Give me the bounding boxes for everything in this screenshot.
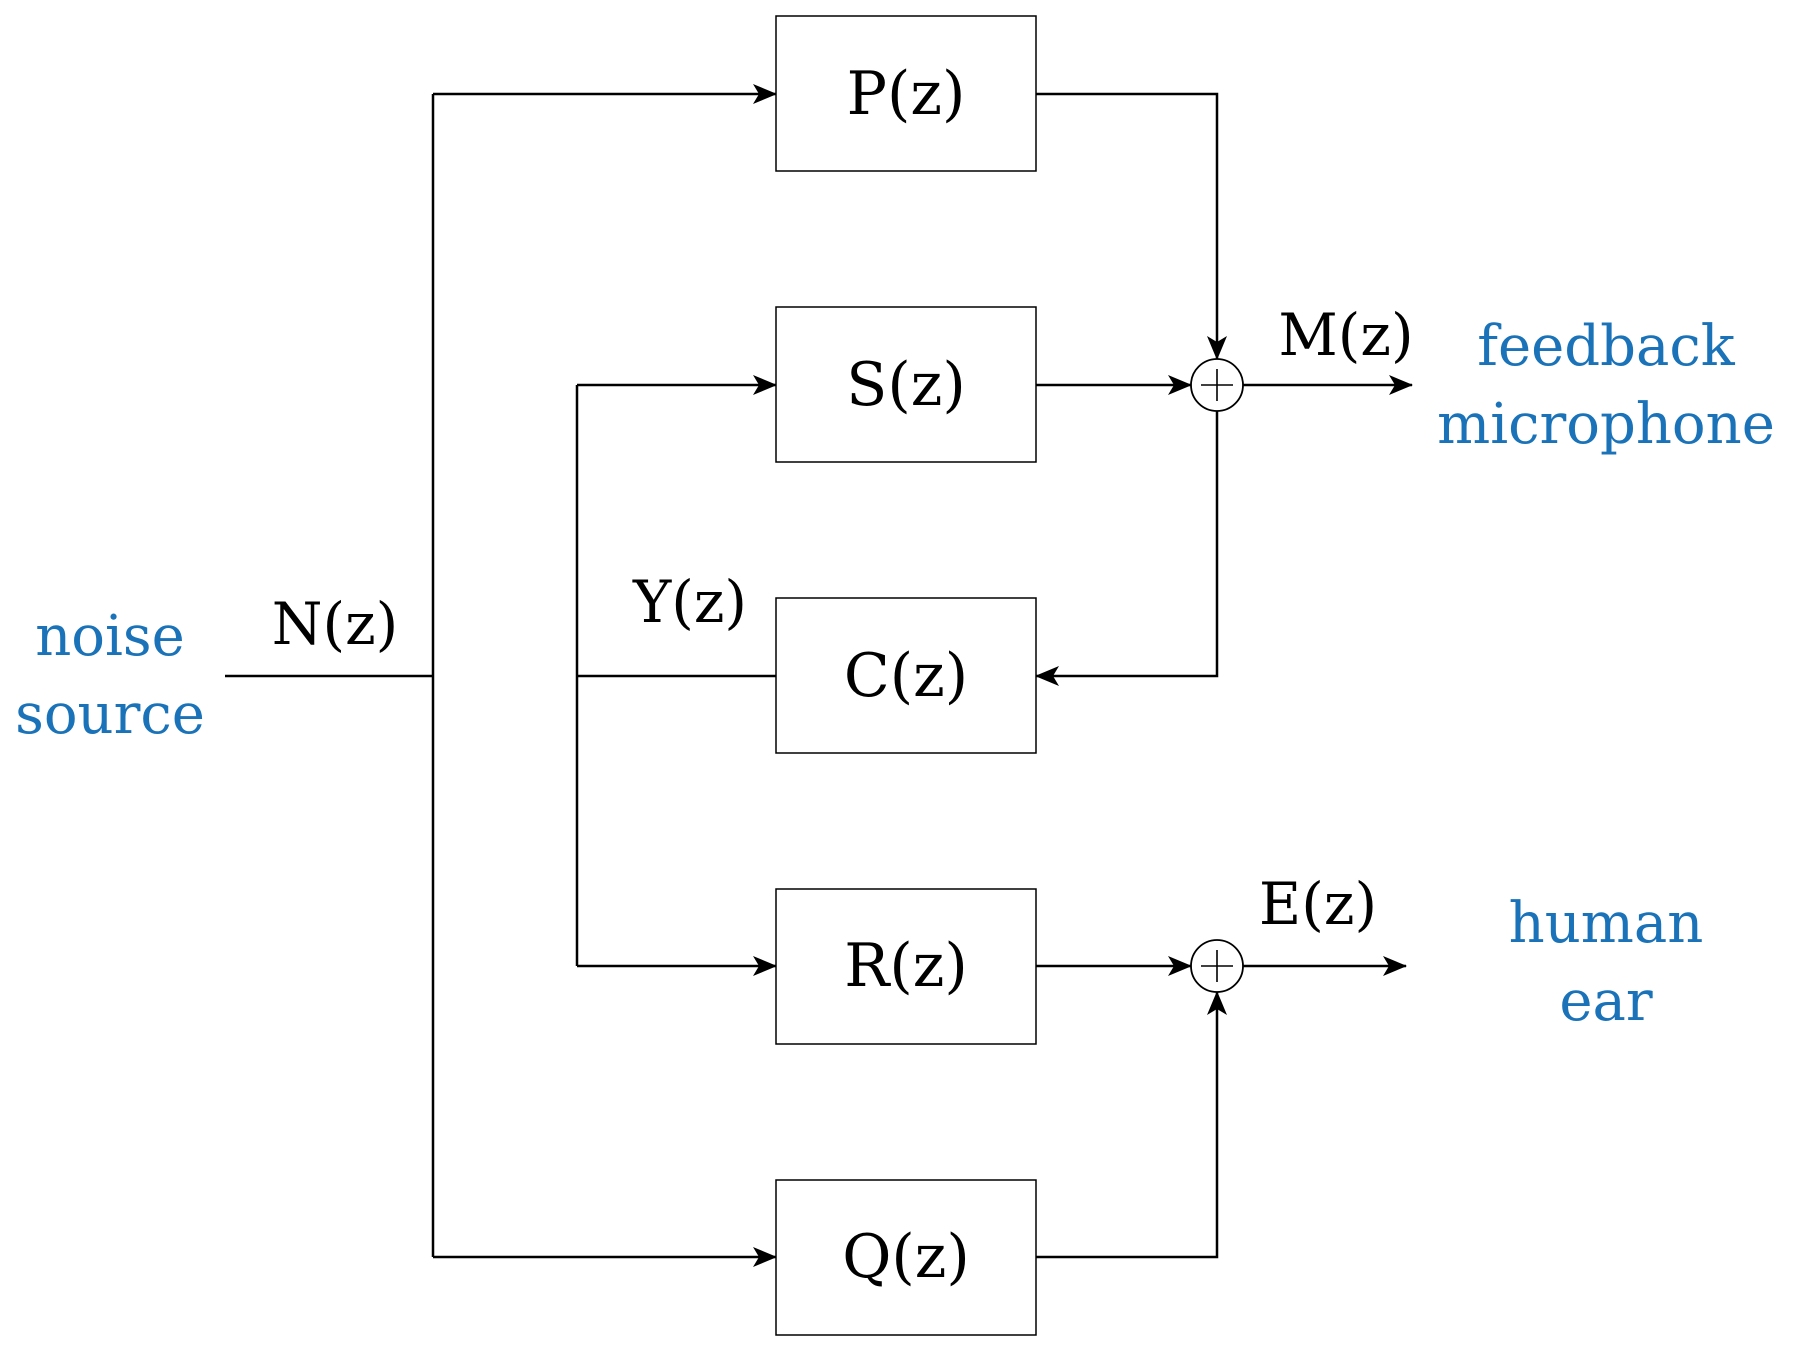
node-noise-source: noise source — [15, 604, 205, 747]
block-q-label: Q(z) — [842, 1222, 970, 1292]
block-p: P(z) — [775, 15, 1037, 172]
node-feedback-microphone-line2: microphone — [1437, 392, 1775, 457]
block-c: C(z) — [775, 597, 1037, 754]
signal-n-label: N(z) — [272, 590, 399, 658]
summing-junction-top — [1190, 358, 1244, 412]
node-noise-source-line1: noise — [35, 604, 185, 669]
node-noise-source-line2: source — [15, 682, 205, 747]
node-human-ear-line2: ear — [1559, 969, 1653, 1034]
block-r: R(z) — [775, 888, 1037, 1045]
block-c-label: C(z) — [844, 641, 968, 711]
block-q: Q(z) — [775, 1179, 1037, 1336]
wire-feedback-to-c — [1035, 411, 1219, 686]
signal-e-label: E(z) — [1259, 870, 1377, 938]
block-s-label: S(z) — [846, 350, 966, 420]
node-feedback-microphone-line1: feedback — [1477, 314, 1735, 379]
signal-m-label: M(z) — [1278, 301, 1413, 369]
node-human-ear-line1: human — [1509, 891, 1704, 956]
block-s: S(z) — [775, 306, 1037, 463]
node-human-ear: human ear — [1509, 891, 1704, 1034]
node-feedback-microphone: feedback microphone — [1437, 314, 1775, 457]
wire-p-out — [1036, 92, 1227, 360]
signal-y-label: Y(z) — [632, 568, 747, 636]
wire-q-out — [1036, 991, 1227, 1259]
block-r-label: R(z) — [844, 931, 968, 1001]
summing-junction-bottom — [1190, 939, 1244, 993]
block-p-label: P(z) — [847, 59, 966, 129]
